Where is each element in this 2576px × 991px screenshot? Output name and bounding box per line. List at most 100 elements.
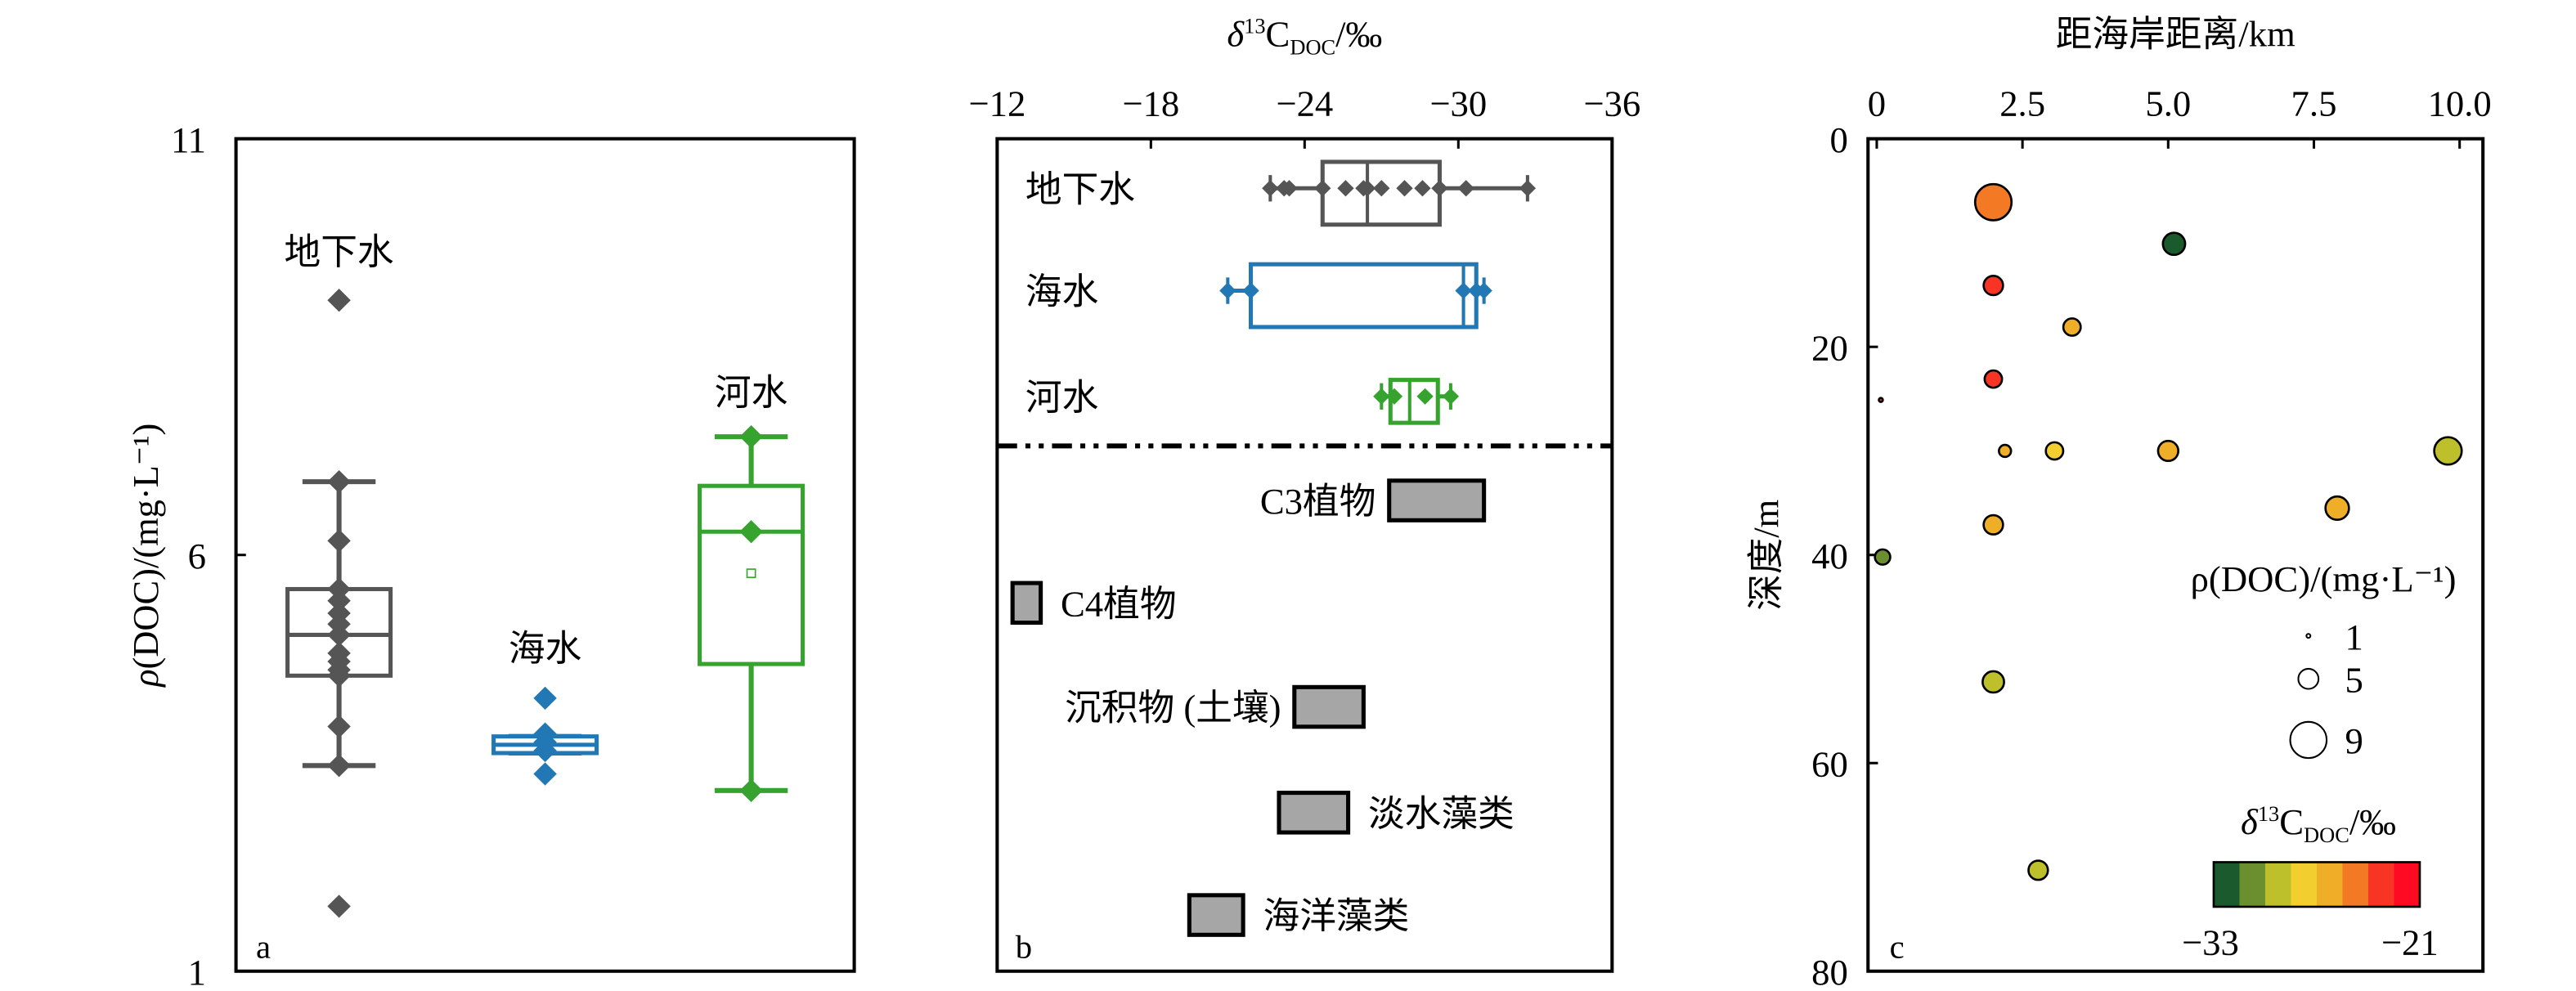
data-point — [327, 715, 351, 738]
size-legend-marker — [2289, 720, 2328, 760]
mean-marker — [746, 568, 756, 578]
panel-b-xlabel: δ13CDOC/‰ — [1227, 14, 1382, 60]
x-tick-label: 0 — [1868, 83, 1886, 124]
panel-c-ylabel: 深度/m — [1745, 500, 1786, 611]
data-point — [1219, 282, 1236, 299]
data-point — [1416, 388, 1434, 405]
source-range-label: C3植物 — [1260, 481, 1376, 522]
data-point — [1242, 282, 1259, 299]
panel-b: δ13CDOC/‰ −12−18−24−30−36 地下水海水河水C3植物C4植… — [968, 14, 1640, 973]
y-tick-label: 60 — [1811, 744, 1848, 785]
scatter-point — [1982, 513, 2004, 536]
y-tick-label: 20 — [1811, 327, 1848, 368]
scatter-point — [1998, 443, 2013, 459]
source-range: 海洋藻类 — [1187, 893, 1410, 937]
panel-c-letter: c — [1890, 929, 1905, 966]
size-legend-label: 1 — [2345, 617, 2363, 657]
y-tick-label: 11 — [171, 119, 206, 160]
colorbar-frame — [2212, 861, 2421, 908]
colorbar-bin — [2239, 862, 2266, 907]
size-legend-title: ρ(DOC)/(mg·L⁻¹) — [2191, 558, 2457, 599]
data-point — [327, 589, 351, 612]
colorbar-bin — [2394, 862, 2421, 907]
source-range: C3植物 — [1260, 478, 1487, 522]
x-tick-label: −18 — [1122, 83, 1179, 124]
scatter-point — [2044, 441, 2065, 461]
scatter-point — [1983, 369, 2004, 389]
source-range-label: 海洋藻类 — [1263, 895, 1410, 936]
scatter-point — [1878, 397, 1884, 403]
y-tick-label: 1 — [188, 952, 206, 991]
panel-b-letter: b — [1016, 929, 1032, 966]
scatter-point — [1982, 275, 2004, 297]
data-point — [327, 623, 351, 647]
source-range: 淡水藻类 — [1277, 791, 1515, 835]
box — [1388, 378, 1440, 425]
colorbar-bin — [2367, 862, 2395, 907]
source-range-label: C4植物 — [1061, 584, 1177, 625]
data-point — [1337, 180, 1354, 197]
y-tick-label: 6 — [188, 536, 206, 576]
size-legend-marker — [2305, 633, 2312, 639]
data-point — [1431, 180, 1448, 197]
x-tick-label: 7.5 — [2291, 83, 2337, 124]
data-point — [327, 664, 351, 688]
data-point — [327, 289, 351, 312]
colorbar-bin — [2316, 862, 2344, 907]
source-range-bar — [1292, 684, 1366, 729]
data-point — [327, 577, 351, 601]
scatter-point — [1973, 182, 2013, 222]
scatter-point — [2156, 439, 2179, 463]
group-label: 海水 — [509, 628, 581, 669]
data-point — [533, 762, 557, 786]
data-point — [1457, 180, 1474, 197]
source-range: 沉积物 (土壤) — [1065, 684, 1366, 729]
box-group: 地下水 — [285, 231, 394, 918]
data-point — [1414, 180, 1431, 197]
group-label: 地下水 — [285, 231, 394, 272]
box — [1248, 262, 1479, 330]
data-point — [1281, 180, 1298, 197]
scatter-point — [2433, 436, 2463, 466]
panel-c-frame — [1866, 137, 2485, 973]
scatter-point — [2062, 317, 2082, 337]
data-point — [1519, 180, 1537, 197]
data-point — [1373, 388, 1390, 405]
data-point — [1475, 282, 1492, 299]
data-point — [327, 469, 351, 494]
x-tick-label: −24 — [1276, 83, 1333, 124]
source-range-bar — [1010, 581, 1043, 626]
source-range-label: 沉积物 (土壤) — [1065, 688, 1281, 729]
source-range-bar — [1387, 478, 1487, 522]
data-point — [739, 425, 763, 449]
colorbar-bin — [2264, 862, 2292, 907]
box — [698, 483, 806, 666]
group-label: 河水 — [1025, 377, 1098, 418]
data-point — [1314, 180, 1331, 197]
data-point — [1373, 180, 1390, 197]
scatter-point — [1981, 670, 2005, 694]
color-legend: δ13CDOC/‰ −33−21 — [2182, 801, 2439, 962]
source-range-bar — [1277, 791, 1351, 835]
group-label: 海水 — [1025, 271, 1098, 312]
data-point — [1396, 180, 1413, 197]
group-label: 河水 — [715, 372, 788, 413]
panel-a-letter: a — [256, 929, 271, 966]
box-group: 河水 — [1025, 377, 1460, 425]
source-range: C4植物 — [1010, 581, 1177, 626]
x-tick-label: −12 — [968, 83, 1025, 124]
data-point — [739, 778, 763, 802]
data-point — [327, 754, 351, 778]
x-tick-label: 5.0 — [2145, 83, 2191, 124]
source-range-bar — [1187, 893, 1245, 937]
data-point — [1442, 388, 1460, 405]
colorbar-bin — [2291, 862, 2318, 907]
colorbar-max-label: −21 — [2381, 922, 2439, 963]
scatter-point — [2027, 859, 2049, 881]
size-legend-label: 9 — [2345, 720, 2363, 761]
box-group: 海水 — [1025, 262, 1492, 330]
data-point — [327, 895, 351, 918]
